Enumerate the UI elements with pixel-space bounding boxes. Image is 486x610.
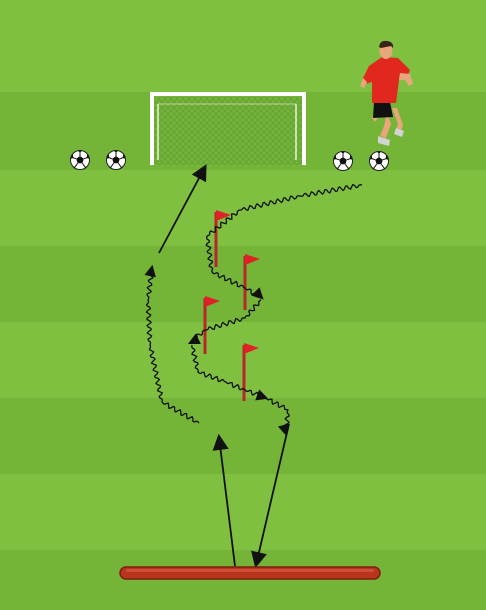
flag — [243, 254, 260, 310]
grass-stripe — [0, 246, 486, 322]
soccer-ball — [369, 151, 389, 171]
dribble-paths — [144, 183, 363, 437]
flag — [242, 343, 259, 401]
start-line-marker — [119, 566, 381, 580]
soccer-ball — [70, 150, 90, 170]
pass-arrow — [251, 423, 290, 569]
dribble-arrow — [205, 183, 363, 300]
player-running — [360, 40, 413, 146]
grass-stripe — [0, 398, 486, 474]
shot-arrow — [158, 164, 207, 254]
flag — [203, 296, 220, 354]
soccer-ball — [106, 150, 126, 170]
dribble-arrow — [265, 397, 290, 437]
flag — [214, 210, 231, 267]
dribble-arrow — [191, 344, 269, 401]
grass-stripe — [0, 474, 486, 550]
dribble-arrow — [187, 299, 262, 345]
grass-stripe — [0, 550, 486, 610]
goal-net — [150, 92, 306, 165]
grass-stripe — [0, 0, 486, 92]
soccer-ball — [333, 151, 353, 171]
dribble-arrow — [144, 264, 200, 424]
pass-arrow — [212, 433, 236, 567]
